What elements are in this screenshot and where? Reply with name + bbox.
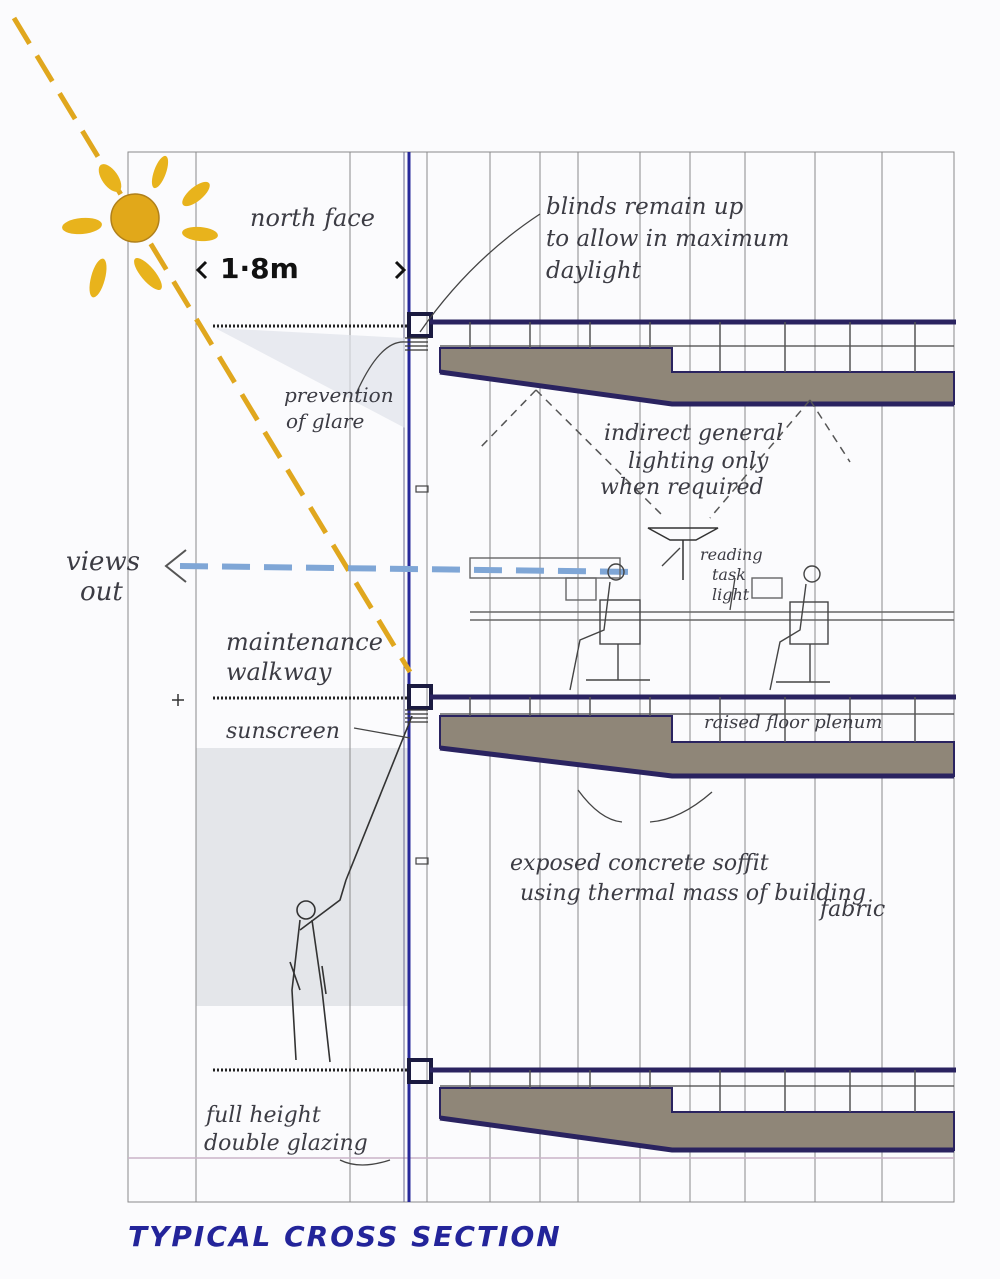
soffit-label-line2: using thermal mass of building [520, 881, 866, 906]
plenum-label: raised floor plenum [704, 712, 882, 733]
pendant-lamp-icon [647, 527, 719, 580]
dimension-arrow-right [394, 260, 407, 280]
glazing-label-line1: full height [204, 1103, 321, 1128]
lighting-label-line2: lighting only [628, 449, 769, 474]
lighting-label-line3: when required [600, 475, 764, 500]
views-label-line1: views [66, 547, 140, 577]
views-label-line2: out [80, 577, 123, 607]
maintenance-person-icon [289, 715, 413, 1063]
lighting-label-line1: indirect general [604, 421, 783, 446]
north-face-label: north face [250, 204, 375, 232]
shaded-zone [196, 748, 408, 1006]
blinds-label-line3: daylight [546, 258, 642, 284]
reading-label-line3: light [712, 585, 750, 604]
raised-floor-pedestals [469, 322, 916, 1112]
blinds-label-line1: blinds remain up [546, 194, 744, 220]
paper-grid [127, 151, 955, 1203]
blinds-label-line2: to allow in maximum [546, 226, 789, 252]
reading-label-line2: task [712, 565, 746, 584]
glare-label-line2: of glare [286, 409, 364, 433]
sun-icon [62, 155, 218, 298]
glazing-label-line2: double glazing [204, 1131, 368, 1156]
workstation-desks [469, 557, 954, 621]
page-title: TYPICAL CROSS SECTION [128, 1220, 562, 1253]
cross-mark [172, 694, 184, 706]
walkway-label-line1: maintenance [226, 628, 383, 656]
views-out-arrow [164, 549, 641, 583]
indirect-lighting-arrows [477, 389, 851, 519]
reading-label-line1: reading [700, 545, 763, 564]
floor-slab-bottom [213, 1058, 956, 1153]
seated-person-icon [769, 565, 830, 691]
leader-lines [339, 213, 736, 1166]
dimension-label: 1·8m [220, 252, 299, 285]
sun-ray-line [11, 16, 413, 674]
floor-slab-middle [213, 684, 956, 779]
walkway-label-line2: walkway [226, 658, 332, 686]
dimension-arrow-left [195, 260, 208, 280]
seated-person-icon [569, 563, 650, 691]
soffit-label-line1: exposed concrete soffit [510, 851, 769, 876]
glazing-clips [415, 485, 429, 865]
glare-label-line1: prevention [284, 383, 394, 407]
glare-zone [215, 328, 405, 428]
floor-slab-top [213, 312, 956, 407]
soffit-label-line3: fabric [818, 897, 885, 922]
sunscreen-label: sunscreen [226, 719, 340, 744]
